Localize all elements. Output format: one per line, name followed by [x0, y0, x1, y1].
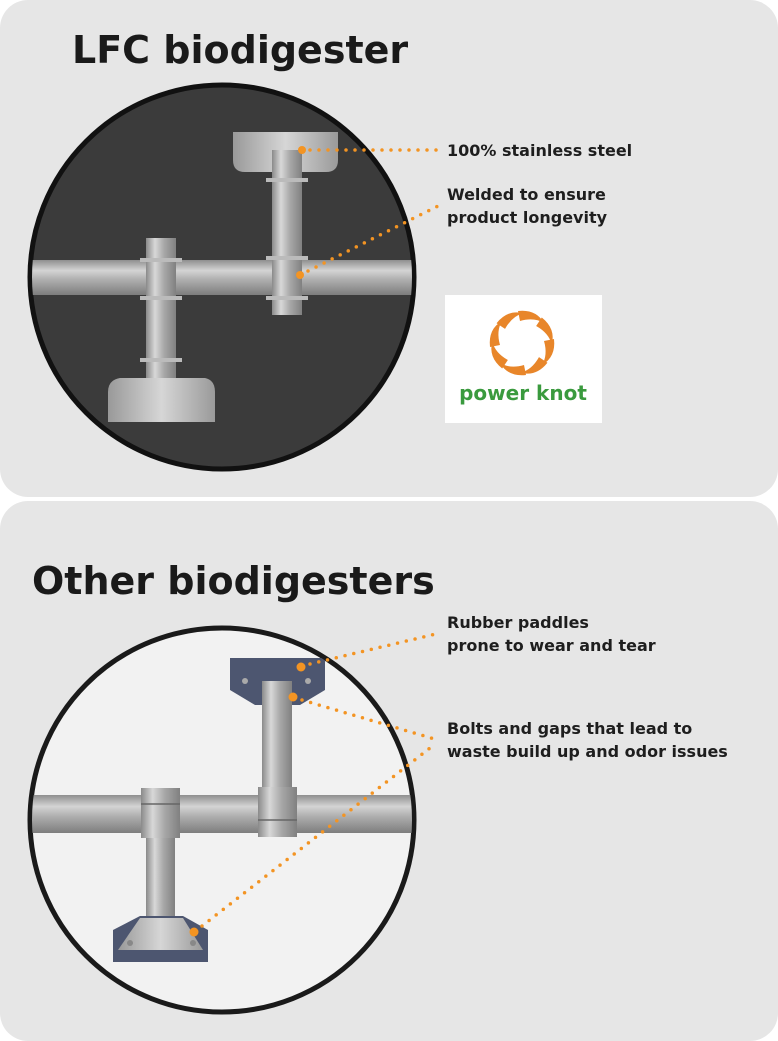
steel-paddle [108, 378, 215, 422]
callout-lines-bottom [189, 631, 442, 937]
callout-welded-1: Welded to ensure [447, 185, 606, 204]
other-diagram-circle [27, 625, 417, 1015]
callout-welded-2: product longevity [447, 208, 608, 227]
callout-stainless: 100% stainless steel [447, 141, 632, 160]
callout-rubber-1: Rubber paddles [447, 613, 589, 632]
swirl-icon [489, 310, 555, 376]
lfc-diagram-circle [27, 82, 417, 472]
callout-rubber-2: prone to wear and tear [447, 636, 656, 655]
top-title: LFC biodigester [72, 28, 408, 72]
power-knot-logo: power knot [445, 295, 602, 423]
bottom-title: Other biodigesters [32, 559, 435, 603]
callout-bolts-1: Bolts and gaps that lead to [447, 719, 692, 738]
callout-bolts-2: waste build up and odor issues [447, 742, 728, 761]
logo-text: power knot [459, 381, 587, 405]
callout-lines-top [296, 146, 442, 279]
